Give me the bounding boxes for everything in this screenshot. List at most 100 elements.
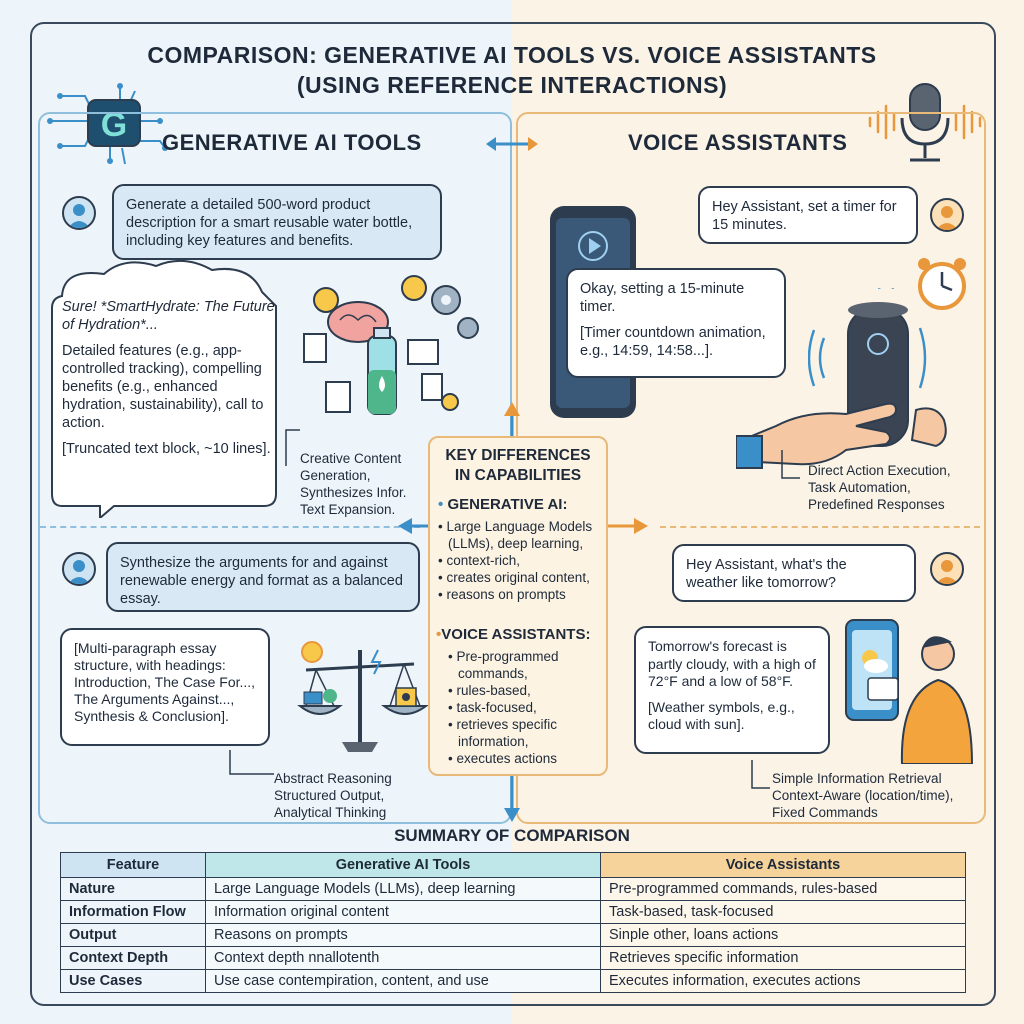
page-title: COMPARISON: GENERATIVE AI TOOLS VS. VOIC… <box>60 40 964 100</box>
table-row: Context Depth Context depth nnallotenth … <box>60 946 966 970</box>
gen-annotation-2-line-2: Structured Output, <box>274 788 385 803</box>
key-differences-box: KEY DIFFERENCES IN CAPABILITIES • GENERA… <box>428 436 608 776</box>
row-feature: Use Cases <box>60 969 206 993</box>
header-feature: Feature <box>60 852 206 878</box>
pointing-hand-icon <box>736 402 947 469</box>
user-avatar-icon-4 <box>930 552 964 586</box>
key-differences-title: KEY DIFFERENCES IN CAPABILITIES <box>430 446 606 486</box>
voice-annotation-2-line-3: Fixed Commands <box>772 805 878 820</box>
row-voice-value: Sinple other, loans actions <box>600 923 966 947</box>
row-generative-value: Large Language Models (LLMs), deep learn… <box>205 877 601 901</box>
row-voice-value: Pre-programmed commands, rules-based <box>600 877 966 901</box>
arrow-right-icon <box>608 518 648 534</box>
voice-cap-item: information, <box>458 734 529 749</box>
annotation-bracket-4 <box>751 760 770 789</box>
gen-ai-capabilities-list: • Large Language Models (LLMs), deep lea… <box>438 518 606 603</box>
header-voice-assistants: Voice Assistants <box>600 852 966 878</box>
summary-title: SUMMARY OF COMPARISON <box>394 826 630 845</box>
voice-response-2-text: Tomorrow's forecast is partly cloudy, wi… <box>648 638 816 689</box>
gen-annotation-1-line-4: Text Expansion. <box>300 502 396 517</box>
voice-assistants-heading: VOICE ASSISTANTS <box>628 130 848 155</box>
voice-response-2-note: [Weather symbols, e.g., cloud with sun]. <box>648 698 795 733</box>
annotation-bracket-2 <box>229 750 274 775</box>
voice-cap-item: • executes actions <box>448 751 558 766</box>
generative-ai-heading: GENERATIVE AI TOOLS <box>162 130 422 155</box>
voice-response-bubble-1: Okay, setting a 15-minute timer. [Timer … <box>566 268 786 378</box>
row-generative-value: Use case contempiration, content, and us… <box>205 969 601 993</box>
gen-annotation-1-line-3: Synthesizes Infor. <box>300 485 407 500</box>
annotation-bracket-1 <box>285 429 300 466</box>
gen-cap-item: (LLMs), deep learning, <box>448 536 584 551</box>
title-line-2: (USING REFERENCE INTERACTIONS) <box>296 72 728 98</box>
gen-response-1-intro: Sure! *SmartHydrate: The Future of Hydra… <box>62 299 275 333</box>
row-voice-value: Executes information, executes actions <box>600 969 966 993</box>
gen-prompt-bubble-1: Generate a detailed 500-word product des… <box>112 184 442 260</box>
gen-cap-item: • reasons on prompts <box>438 587 566 602</box>
gen-annotation-2-line-1: Abstract Reasoning <box>274 771 392 786</box>
gen-annotation-2-line-3: Analytical Thinking <box>274 805 387 820</box>
voice-cap-item: • retrieves specific <box>448 717 558 732</box>
voice-annotation-1-line-3: Predefined Responses <box>808 497 945 512</box>
voice-cap-item: • Pre-programmed <box>448 649 559 664</box>
microphone-icon <box>868 83 982 162</box>
voice-cap-item: • rules-based, <box>448 683 531 698</box>
voice-cap-item: • task-focused, <box>448 700 537 715</box>
row-feature: Context Depth <box>60 946 206 970</box>
section-divider-left <box>40 526 420 528</box>
gen-ai-capabilities-label: • GENERATIVE AI: <box>438 496 567 513</box>
summary-table: Feature Generative AI Tools Voice Assist… <box>60 852 966 993</box>
row-generative-value: Information original content <box>205 900 601 924</box>
user-avatar-icon <box>62 196 96 230</box>
table-row: Information Flow Information original co… <box>60 900 966 924</box>
person-with-phone-icon <box>845 619 974 764</box>
cloud-bubble-outline <box>51 259 277 518</box>
gen-annotation-2: Abstract Reasoning Structured Output, An… <box>274 770 424 821</box>
title-line-1: COMPARISON: GENERATIVE AI TOOLS VS. VOIC… <box>147 42 877 68</box>
gen-cap-item: • creates original content, <box>438 570 590 585</box>
voice-cap-item: commands, <box>458 666 528 681</box>
voice-response-1-note: [Timer countdown animation, e.g., 14:59,… <box>580 325 766 359</box>
row-feature: Output <box>60 923 206 947</box>
gen-prompt-bubble-2: Synthesize the arguments for and against… <box>106 542 420 612</box>
voice-annotation-1: Direct Action Execution, Task Automation… <box>808 462 978 513</box>
table-row: Nature Large Language Models (LLMs), dee… <box>60 877 966 901</box>
voice-response-bubble-2: Tomorrow's forecast is partly cloudy, wi… <box>634 626 830 754</box>
brain-bottle-illustration <box>303 275 479 415</box>
voice-label-text: VOICE ASSISTANTS: <box>441 626 591 643</box>
gen-annotation-1: Creative Content Generation, Synthesizes… <box>300 450 430 518</box>
voice-response-1-text: Okay, setting a 15-minute timer. <box>580 281 745 315</box>
header-generative-ai: Generative AI Tools <box>205 852 601 878</box>
row-feature: Nature <box>60 877 206 901</box>
voice-annotation-1-line-2: Task Automation, <box>808 480 911 495</box>
voice-annotation-2-line-1: Simple Information Retrieval <box>772 771 942 786</box>
annotation-bracket-3 <box>781 450 800 479</box>
gen-annotation-1-line-2: Generation, <box>300 468 371 483</box>
user-avatar-icon-2 <box>62 552 96 586</box>
row-feature: Information Flow <box>60 900 206 924</box>
row-generative-value: Reasons on prompts <box>205 923 601 947</box>
gen-ai-label-text: GENERATIVE AI: <box>447 496 568 513</box>
bullet-orange-icon: • <box>436 626 442 643</box>
circuit-g-logo-icon: G <box>47 83 168 165</box>
double-arrow-icon <box>486 137 538 151</box>
outer-frame <box>30 22 996 1006</box>
table-row: Use Cases Use case contempiration, conte… <box>60 969 966 993</box>
voice-capabilities-list: • Pre-programmed commands, • rules-based… <box>448 648 608 767</box>
alarm-clock-icon <box>918 258 966 310</box>
row-voice-value: Retrieves specific information <box>600 946 966 970</box>
gen-cap-item: • context-rich, <box>438 553 521 568</box>
voice-annotation-2: Simple Information Retrieval Context-Awa… <box>772 770 982 821</box>
row-voice-value: Task-based, task-focused <box>600 900 966 924</box>
user-avatar-icon-3 <box>930 198 964 232</box>
key-differences-title-line-1: KEY DIFFERENCES <box>445 447 591 464</box>
gen-response-1: Sure! *SmartHydrate: The Future of Hydra… <box>62 298 282 458</box>
gen-response-1-body: Detailed features (e.g., app-controlled … <box>62 343 264 431</box>
section-divider-right <box>660 526 980 528</box>
table-row: Output Reasons on prompts Sinple other, … <box>60 923 966 947</box>
voice-prompt-bubble-2: Hey Assistant, what's the weather like t… <box>672 544 916 602</box>
arrow-left-icon <box>398 518 428 534</box>
voice-annotation-1-line-1: Direct Action Execution, <box>808 463 951 478</box>
key-differences-title-line-2: IN CAPABILITIES <box>454 467 582 484</box>
voice-prompt-bubble-1: Hey Assistant, set a timer for 15 minute… <box>698 186 918 244</box>
